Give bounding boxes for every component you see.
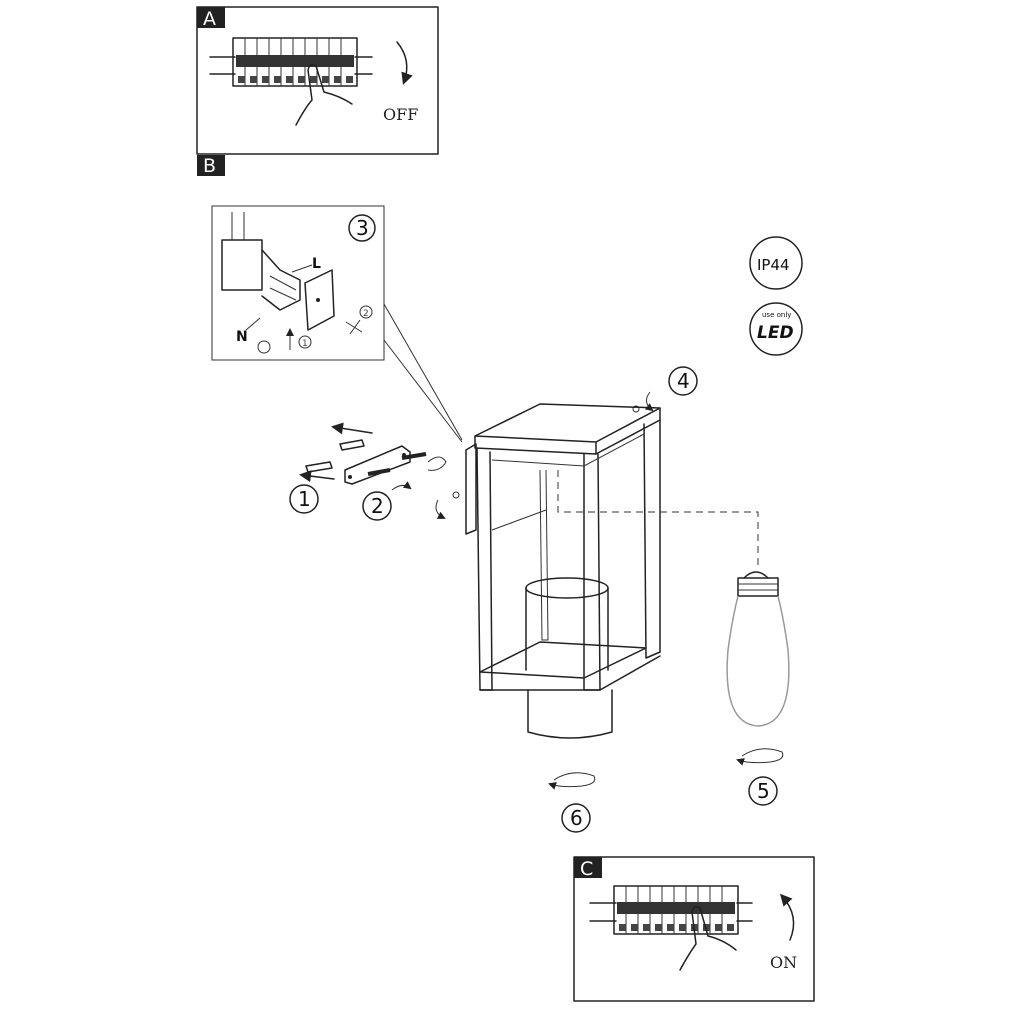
panel-c-breaker-on: C ON — [573, 856, 815, 1002]
panel-a-tag: A — [203, 8, 216, 30]
led-only-badge: use only LED — [749, 302, 803, 356]
side-screw-icon — [452, 491, 460, 499]
lantern-post-front-right — [583, 453, 601, 691]
bulb-holder-body — [525, 587, 609, 671]
step-3-number: 3 — [356, 216, 369, 240]
step-3-circle — [348, 214, 376, 242]
rotate-down-arrow-icon — [396, 41, 413, 85]
wall-plate — [465, 443, 477, 535]
panel-c-tag: C — [580, 858, 593, 880]
step-6-circle — [561, 803, 591, 833]
rotate-screw-icon-2 — [391, 481, 412, 491]
rotate-top-screw-icon — [644, 391, 654, 412]
hand-icon-c — [679, 905, 737, 971]
panel-b-tag: B — [203, 155, 216, 177]
panel-c-frame — [573, 856, 815, 1002]
panel-c-tag-bg — [574, 857, 602, 878]
bulb-glass — [726, 595, 790, 727]
wiring-detail-frame — [211, 205, 385, 361]
leader-line-1 — [383, 303, 463, 441]
panel-b-tag-bg — [197, 155, 225, 176]
neutral-wire-label: N — [236, 329, 248, 345]
lantern-post-front-left — [476, 447, 493, 691]
led-only-top-text: use only — [762, 311, 791, 319]
rotate-screw-icon-1 — [427, 456, 447, 471]
panel-c-label: ON — [770, 953, 797, 972]
step-5-circle — [748, 776, 778, 806]
step-1-circle — [289, 484, 319, 514]
bulb-insert-path — [557, 470, 759, 570]
leader-line-2 — [383, 339, 463, 443]
step-5-number: 5 — [757, 779, 770, 803]
breaker-strip-icon — [209, 37, 373, 87]
bulb-holder-top — [525, 577, 609, 599]
hand-icon — [295, 63, 353, 126]
ip44-text: IP44 — [757, 256, 790, 274]
lantern-top-cap — [474, 403, 661, 443]
sub-step-1-circle — [298, 335, 312, 349]
top-screw-icon — [632, 405, 640, 413]
step-6-number: 6 — [570, 806, 583, 830]
rotate-screw-icon-3 — [435, 499, 446, 519]
breaker-strip-icon-c — [589, 885, 753, 935]
step-4-number: 4 — [677, 369, 690, 393]
bulb-base — [737, 577, 779, 597]
wall-plugs-icon — [299, 422, 373, 483]
screwdriver-icon — [345, 319, 363, 335]
wiring-detail-panel: 3 L N 1 2 — [211, 205, 385, 361]
ip44-badge: IP44 — [749, 236, 803, 290]
screws-icon — [367, 452, 427, 476]
ground-icon — [257, 340, 271, 354]
junction-box-icon — [221, 212, 301, 311]
step-2-number: 2 — [371, 494, 384, 518]
mounting-plate-icon — [304, 269, 335, 331]
panel-a-label: OFF — [383, 105, 418, 124]
led-only-main-text: LED — [757, 323, 794, 343]
lantern-bottom-frame — [479, 641, 647, 679]
sub-step-2-circle — [359, 305, 373, 319]
step-1-number: 1 — [298, 487, 311, 511]
panel-a-breaker-off: A OFF — [196, 6, 439, 155]
rotate-up-arrow-icon — [779, 893, 795, 941]
sub-step-2-number: 2 — [363, 309, 369, 319]
panel-b-header: B — [197, 155, 225, 177]
lantern-post-back-left — [539, 469, 549, 641]
rotate-base-icon — [548, 772, 596, 790]
panel-a-frame — [196, 6, 439, 155]
live-wire-label: L — [312, 256, 321, 272]
mounting-bracket-icon — [344, 445, 411, 485]
light-bulb-icon — [726, 571, 790, 727]
step-4-circle — [668, 366, 698, 396]
lantern-post-back-right — [643, 419, 661, 659]
lantern-fixture — [465, 403, 661, 739]
lantern-base-post — [527, 689, 613, 739]
sub-step-1-number: 1 — [302, 339, 308, 349]
panel-a-tag-bg — [197, 7, 225, 28]
rotate-bulb-icon — [736, 748, 784, 766]
step-2-circle — [362, 491, 392, 521]
